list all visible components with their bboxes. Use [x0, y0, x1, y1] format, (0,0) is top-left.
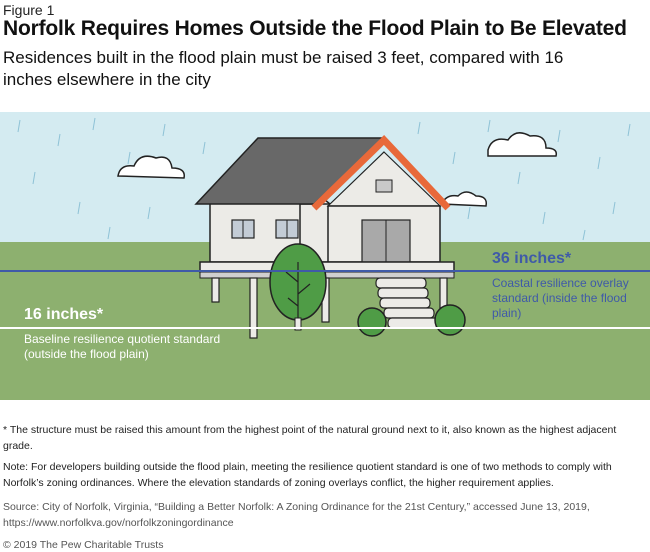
coastal-standard-value: 36 inches*: [492, 250, 572, 267]
baseline-standard-value: 16 inches*: [24, 306, 104, 323]
rain: [17, 117, 631, 241]
porch-deck-edge: [199, 271, 455, 279]
footnote-note: Note: For developers building outside th…: [3, 461, 612, 489]
footnote-asterisk: * The structure must be raised this amou…: [3, 424, 617, 452]
porch-steps: [375, 277, 439, 329]
footnote-source: Source: City of Norfolk, Virginia, “Buil…: [3, 501, 590, 529]
baseline-standard-description: Baseline resilience quotient standard (o…: [24, 332, 221, 361]
figure-title: Norfolk Requires Homes Outside the Flood…: [3, 17, 627, 40]
copyright: © 2019 The Pew Charitable Trusts: [3, 539, 164, 551]
cloud-small: [440, 191, 488, 207]
attic-vent: [375, 179, 393, 193]
flood-elevation-illustration: [0, 112, 650, 400]
figure-subtitle: Residences built in the flood plain must…: [3, 48, 564, 89]
cloud-right: [487, 132, 558, 157]
tree-trunk: [294, 317, 302, 331]
roof-trim: [311, 135, 451, 211]
figure-label: Figure 1: [3, 2, 55, 18]
coastal-standard-description: Coastal resilience overlay standard (ins…: [492, 276, 629, 320]
shrub-left: [357, 307, 387, 337]
cloud-left: [117, 155, 185, 179]
shrub-right: [434, 304, 466, 336]
